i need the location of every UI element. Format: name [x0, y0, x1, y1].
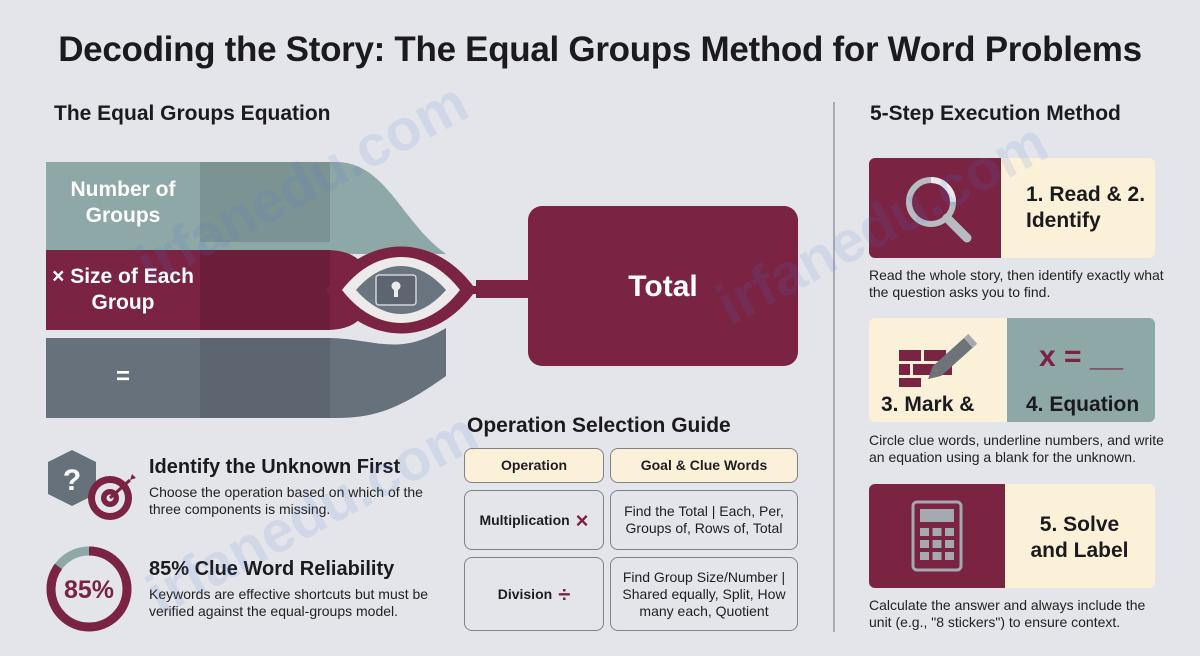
- step-read-identify-label: 1. Read & 2. Identify: [1026, 183, 1146, 232]
- step-solve-label-desc: Calculate the answer and always include …: [869, 597, 1146, 630]
- size-of-each-group-label: × Size of Each Group: [52, 265, 194, 314]
- equals-band-dark: [200, 338, 330, 418]
- reliability-ring: 85%: [46, 546, 132, 632]
- svg-text:?: ?: [63, 464, 81, 497]
- equals-label: =: [115, 363, 130, 390]
- section-divider: [833, 102, 835, 632]
- reliability-desc: Keywords are effective shortcuts but mus…: [149, 586, 429, 619]
- equation-blank-text: x = __: [1039, 340, 1124, 373]
- step-equation-label: 4. Equation: [1026, 393, 1140, 416]
- clue-words-header: Goal & Clue Words: [610, 448, 798, 483]
- step-read-identify-desc: Read the whole story, then identify exac…: [869, 267, 1164, 300]
- steps-heading: 5-Step Execution Method: [870, 102, 1121, 125]
- magnifier-icon: [906, 177, 972, 243]
- operation-header: Operation: [464, 448, 604, 483]
- size-band-dark: [200, 250, 330, 330]
- number-of-groups-label: Number of Groups: [70, 178, 176, 227]
- multiplication-icon: ×: [575, 507, 589, 533]
- step-solve-label: 5. Solve and Label: [1030, 513, 1129, 562]
- division-icon: ÷: [558, 581, 571, 607]
- operation-guide-heading: Operation Selection Guide: [467, 414, 731, 437]
- step-mark-label: 3. Mark &: [881, 393, 975, 416]
- multiplication-label: Multiplication: [479, 511, 570, 528]
- equation-diagram: Number of Groups × Size of Each Group = …: [46, 162, 798, 418]
- groups-band-dark: [200, 162, 330, 242]
- reliability-percent: 85%: [64, 576, 114, 604]
- step-solve-label-card: 5. Solve and Label: [869, 484, 1155, 588]
- step-mark-equation-card: x = __ 3. Mark & 4. Equation: [869, 318, 1155, 422]
- total-connector: [476, 280, 536, 298]
- equation-diagram-graphic: [46, 162, 798, 418]
- identify-title: Identify the Unknown First: [149, 456, 401, 478]
- division-cell: Division ÷: [464, 557, 604, 631]
- lock-icon: [375, 274, 417, 306]
- multiplication-clues: Find the Total | Each, Per, Groups of, R…: [610, 490, 798, 550]
- step-read-identify-card: 1. Read & 2. Identify: [869, 158, 1155, 258]
- page-title: Decoding the Story: The Equal Groups Met…: [58, 30, 1142, 69]
- division-clues: Find Group Size/Number | Shared equally,…: [610, 557, 798, 631]
- identify-desc: Choose the operation based on which of t…: [149, 484, 423, 517]
- reliability-title: 85% Clue Word Reliability: [149, 558, 395, 580]
- total-label: Total: [628, 270, 698, 303]
- question-target-icon: ?: [48, 450, 136, 520]
- reliability-arc: [46, 546, 132, 632]
- step-mark-equation-desc: Circle clue words, underline numbers, an…: [869, 432, 1164, 465]
- calculator-icon: [911, 500, 963, 572]
- division-label: Division: [497, 585, 553, 602]
- multiplication-cell: Multiplication ×: [464, 490, 604, 550]
- pencil-icon: [899, 334, 978, 387]
- equation-heading: The Equal Groups Equation: [54, 102, 331, 125]
- total-box: [528, 206, 798, 366]
